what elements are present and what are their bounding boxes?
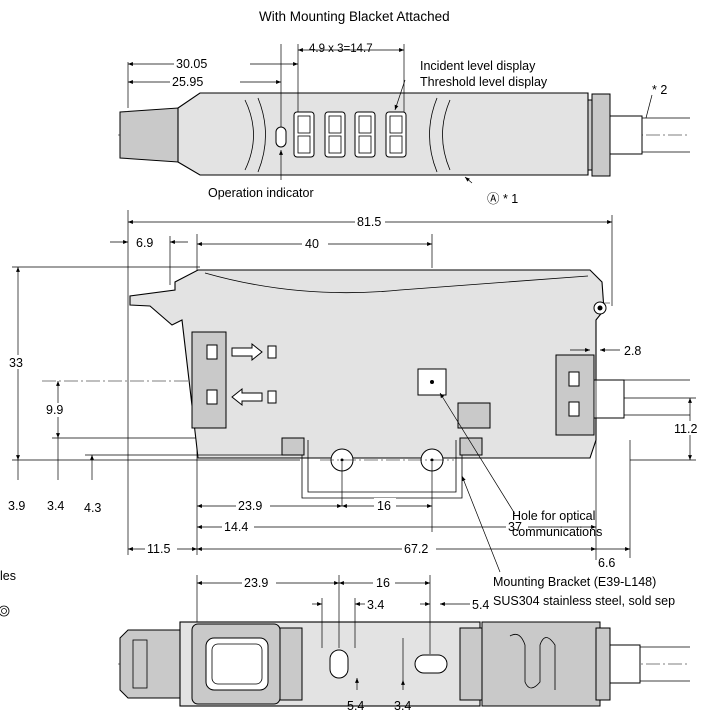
dim-2-8: 2.8 [624, 344, 641, 358]
label-mounting-bracket-1: Mounting Bracket (E39-L148) [493, 575, 656, 589]
label-operation-indicator: Operation indicator [208, 186, 314, 200]
drawing-title: With Mounting Blacket Attached [259, 9, 450, 24]
dim-6-6: 6.6 [598, 556, 615, 570]
dim-16: 16 [377, 499, 391, 513]
note-2: * 2 [652, 83, 667, 97]
dim-bottom-3-4a: 3.4 [367, 598, 384, 612]
bracket-slot-left [329, 649, 349, 679]
bracket-slot-right [414, 654, 448, 674]
dim-67-2: 67.2 [404, 542, 428, 556]
dim-bottom-23-9: 23.9 [244, 576, 268, 590]
dim-bottom-16: 16 [376, 576, 390, 590]
dim-bottom-3-4b: 3.4 [394, 699, 411, 713]
dim-bottom-5-4b: 5.4 [347, 699, 364, 713]
fragment-circle-icon [0, 605, 10, 617]
dim-81-5: 81.5 [357, 215, 381, 229]
label-mounting-bracket-2: SUS304 stainless steel, sold sep [493, 594, 675, 608]
left-fragment-text: les [0, 569, 16, 583]
label-threshold-level-display: Threshold level display [420, 75, 548, 89]
bottom-view [118, 575, 690, 707]
label-hole-optical-1: Hole for optical [512, 509, 595, 523]
top-view [118, 44, 690, 184]
operation-indicator-led [275, 126, 287, 148]
dim-9-9: 9.9 [46, 403, 63, 417]
dim-30-05: 30.05 [176, 57, 207, 71]
dim-33: 33 [9, 356, 23, 370]
dim-37: 37 [508, 520, 522, 534]
dim-bottom-5-4a: 5.4 [472, 598, 489, 612]
dim-14-4: 14.4 [224, 520, 248, 534]
dim-3-9: 3.9 [8, 499, 25, 513]
dim-4-3: 4.3 [84, 501, 101, 515]
seven-segment-display [293, 111, 407, 158]
dim-11-5: 11.5 [147, 542, 170, 556]
dim-11-2: 11.2 [674, 422, 697, 436]
dim-4-9x3: 4.9 x 3=14.7 [309, 43, 373, 55]
dim-3-4: 3.4 [47, 499, 64, 513]
dim-23-9: 23.9 [238, 499, 262, 513]
dim-25-95: 25.95 [172, 75, 203, 89]
front-view [12, 210, 696, 573]
dim-40: 40 [305, 237, 319, 251]
label-hole-optical-2: communications [512, 525, 602, 539]
note-a-1: Ⓐ * 1 [487, 192, 518, 206]
dim-6-9: 6.9 [136, 236, 153, 250]
label-incident-level-display: Incident level display [420, 59, 536, 73]
